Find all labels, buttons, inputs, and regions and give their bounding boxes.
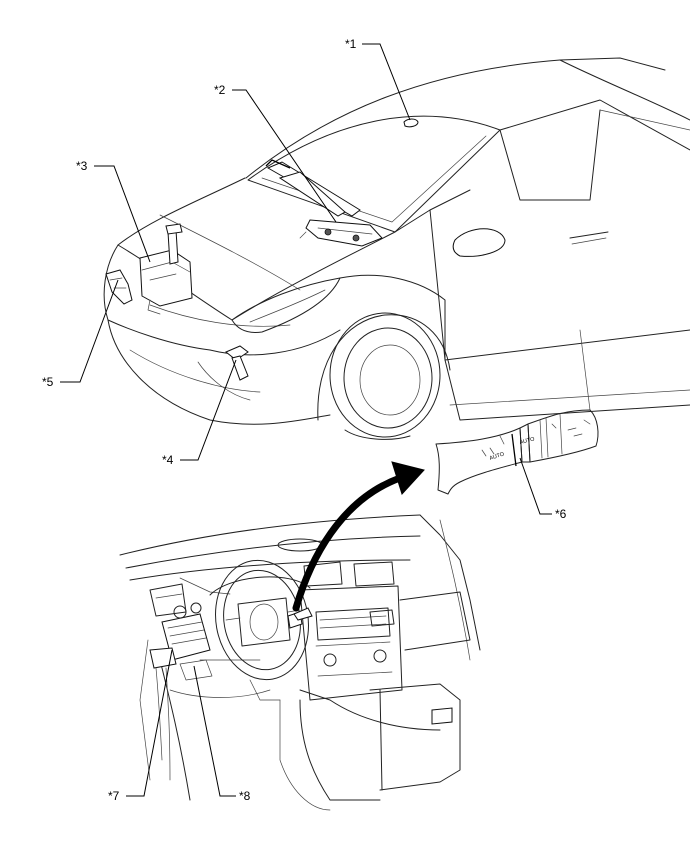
- switch-auto-label-lower: AUTO: [489, 451, 506, 462]
- callout-7: *7: [108, 789, 120, 803]
- vehicle-illustration: [103, 57, 690, 440]
- callout-2: *2: [214, 83, 226, 97]
- wiper-arm-and-link: [265, 159, 383, 247]
- callout-8: *8: [239, 789, 251, 803]
- callout-6: *6: [555, 507, 567, 521]
- detail-arrow: [292, 461, 425, 612]
- switch-auto-label-upper: AUTO: [519, 436, 536, 446]
- washer-nozzle-left: [105, 269, 133, 305]
- callout-1: *1: [345, 37, 357, 51]
- callout-3: *3: [76, 159, 88, 173]
- instrument-panel-illustration: [119, 514, 481, 811]
- wiper-switch-detail: AUTO AUTO: [435, 409, 599, 495]
- washer-jar: [139, 223, 193, 315]
- callout-4: *4: [162, 453, 174, 467]
- callout-leaders: [60, 43, 552, 797]
- rain-sensor: [403, 118, 419, 128]
- washer-nozzle-bumper: [225, 345, 249, 381]
- callout-5: *5: [42, 375, 54, 389]
- wiper-switch-on-column: [287, 607, 313, 629]
